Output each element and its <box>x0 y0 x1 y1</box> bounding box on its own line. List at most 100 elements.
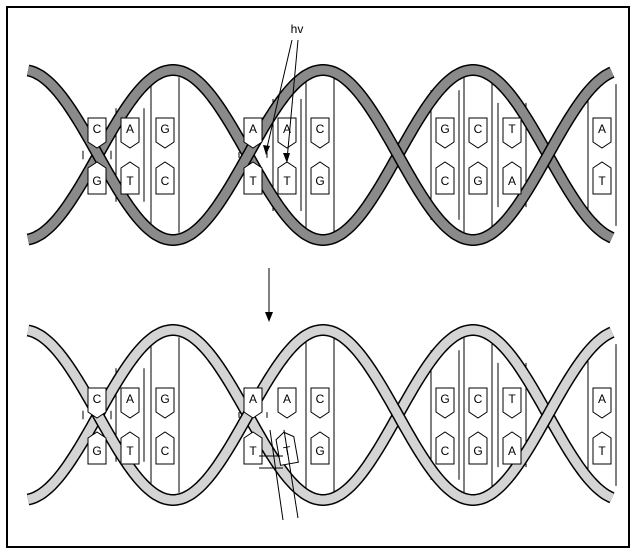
bottom-base-bottom-group: T <box>120 431 140 465</box>
top-base-top <box>468 117 488 149</box>
top-base-bottom-letter: G <box>315 174 324 188</box>
bottom-base-bottom-letter: T <box>249 444 257 458</box>
bottom-base-bottom <box>468 431 488 465</box>
top-base-bottom-letter: T <box>283 174 291 188</box>
top-base-bottom-group: T <box>120 161 140 195</box>
bottom-base-top-letter: C <box>316 392 325 406</box>
top-base-bottom-group: T <box>277 161 297 195</box>
top-base-pair: GC <box>155 117 175 195</box>
top-base-bottom <box>502 161 522 195</box>
diagram-frame <box>6 6 630 548</box>
bottom-base-pair: GC <box>155 387 175 465</box>
top-base-bottom-group: T <box>243 161 263 195</box>
top-base-bottom-letter: A <box>508 174 516 188</box>
bottom-base-top <box>502 387 522 419</box>
top-base-pair: CG <box>87 117 107 195</box>
bottom-base-top-letter: G <box>160 392 169 406</box>
top-base-top-letter: A <box>126 122 134 136</box>
bottom-base-top <box>155 387 175 419</box>
top-base-bottom <box>243 161 263 195</box>
bottom-base-bottom <box>120 431 140 465</box>
bottom-base-top-letter: C <box>93 392 102 406</box>
top-base-top <box>155 117 175 149</box>
top-base-top-letter: A <box>598 122 606 136</box>
top-base-top <box>277 117 297 149</box>
bottom-base-bottom-letter: A <box>508 444 516 458</box>
bottom-base-top <box>435 387 455 419</box>
bottom-base-bottom-letter: G <box>315 444 324 458</box>
top-base-pair: AT <box>120 117 140 195</box>
bottom-base-pair: AT <box>592 387 612 465</box>
bottom-base-top <box>243 387 263 419</box>
bottom-base-bottom-group: A <box>502 431 522 465</box>
top-base-top <box>243 117 263 149</box>
bottom-base-pair: AT <box>120 387 140 465</box>
top-base-pair: GC <box>435 117 455 195</box>
top-base-bottom-letter: T <box>249 174 257 188</box>
top-base-top <box>310 117 330 149</box>
top-strand-a <box>27 65 614 245</box>
bottom-base-bottom <box>243 431 263 465</box>
bottom-base-pair: CG <box>468 387 488 465</box>
bottom-base-bottom-group: T <box>243 431 263 465</box>
top-base-bottom-letter: G <box>92 174 101 188</box>
bottom-base-top-letter: A <box>598 392 606 406</box>
bottom-base-bottom <box>310 431 330 465</box>
top-base-top-letter: A <box>283 122 291 136</box>
top-base-bottom-letter: G <box>473 174 482 188</box>
bottom-base-pair: GC <box>435 387 455 465</box>
top-base-top <box>120 117 140 149</box>
bottom-base-bottom-letter: G <box>473 444 482 458</box>
top-base-bottom-group: C <box>155 161 175 195</box>
reaction-arrowhead <box>265 312 273 322</box>
bottom-base-bottom <box>592 431 612 465</box>
bottom-base-bottom-letter: C <box>161 444 170 458</box>
top-base-top-letter: C <box>316 122 325 136</box>
top-base-pair: AT <box>243 117 263 195</box>
top-strand-b <box>27 65 614 245</box>
top-base-top <box>435 117 455 149</box>
bottom-base-top <box>468 387 488 419</box>
bottom-base-top <box>87 387 107 419</box>
hv-arrowhead-left <box>263 145 270 155</box>
bottom-base-bottom-group: T <box>592 431 612 465</box>
bottom-base-top <box>592 387 612 419</box>
bottom-base-bottom-group: G <box>468 431 488 465</box>
top-base-top <box>592 117 612 149</box>
top-base-bottom <box>155 161 175 195</box>
top-base-bottom <box>468 161 488 195</box>
bottom-base-bottom-group: G <box>310 431 330 465</box>
bottom-base-bottom-letter: T <box>126 444 134 458</box>
bottom-base-bottom-letter: G <box>92 444 101 458</box>
bottom-base-pair: TA <box>502 387 522 465</box>
top-base-bottom-group: G <box>87 161 107 195</box>
bottom-base-top <box>277 387 297 419</box>
bottom-base-bottom <box>87 431 107 465</box>
top-base-bottom-letter: C <box>161 174 170 188</box>
top-base-bottom <box>120 161 140 195</box>
top-base-pair: CG <box>310 117 330 195</box>
bottom-base-top-letter: A <box>249 392 257 406</box>
top-base-bottom-letter: T <box>598 174 606 188</box>
top-base-pair: AT <box>592 117 612 195</box>
bottom-strand-a <box>27 325 614 505</box>
top-base-top-letter: G <box>440 122 449 136</box>
bottom-base-pair: CG <box>87 387 107 465</box>
top-base-bottom <box>592 161 612 195</box>
bottom-base-bottom-letter: T <box>598 444 606 458</box>
bottom-base-bottom <box>155 431 175 465</box>
hv-label: hv <box>291 22 304 36</box>
top-base-bottom <box>310 161 330 195</box>
top-base-bottom-group: C <box>435 161 455 195</box>
top-base-bottom-group: G <box>468 161 488 195</box>
top-base-top <box>502 117 522 149</box>
bottom-base-top <box>310 387 330 419</box>
dimer-tilted-rung-right <box>283 429 299 519</box>
hv-arrow-line-right <box>286 39 299 161</box>
bottom-base-bottom-letter: C <box>441 444 450 458</box>
top-base-bottom <box>277 161 297 195</box>
top-base-pair: AT <box>277 117 297 195</box>
